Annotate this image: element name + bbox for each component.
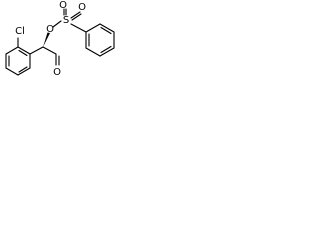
s-phenyl-bond: [70, 23, 87, 33]
sulfur-label: S: [63, 15, 69, 26]
aryl-alpha-bond: [29, 46, 44, 55]
chlorophenyl-ring: [5, 46, 31, 76]
s-o-double-bond-right: [70, 11, 81, 19]
carbonyl-oxygen-label: O: [53, 67, 61, 78]
stereo-wedge-bond: [43, 32, 50, 47]
sulfonyl-oxygen-right-label: O: [78, 2, 86, 13]
chlorine-label: Cl: [15, 26, 25, 37]
alpha-carbonyl-bond: [42, 46, 57, 55]
ester-oxygen-label: O: [46, 24, 54, 35]
chemical-structure: Cl O S O O O: [5, 0, 115, 78]
phenyl-ring: [85, 23, 115, 57]
sulfonyl-oxygen-left-label: O: [59, 0, 67, 11]
o-s-bond: [52, 20, 62, 28]
